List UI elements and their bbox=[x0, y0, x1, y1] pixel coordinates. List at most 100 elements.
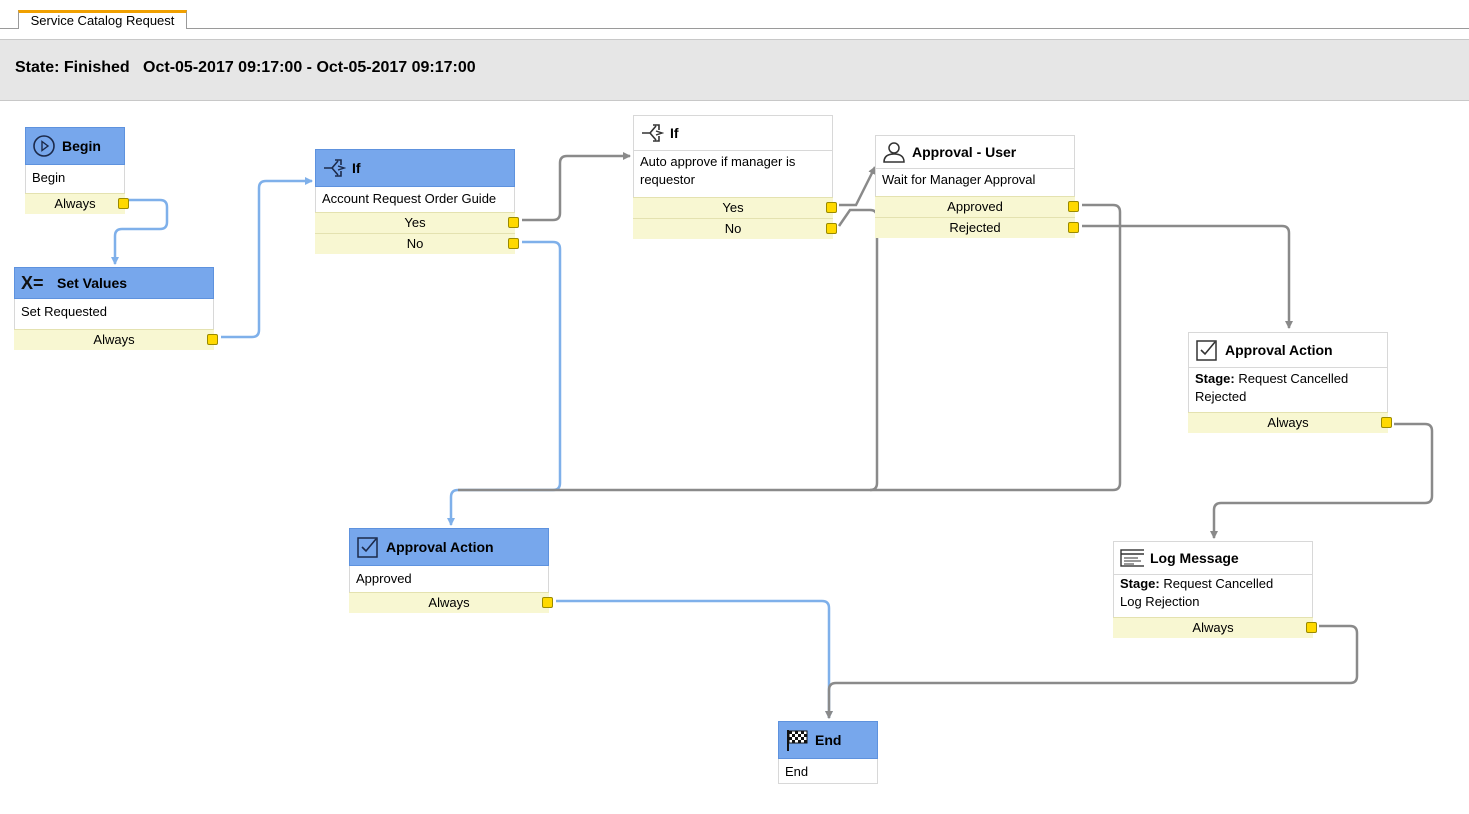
node-title: Approval Action bbox=[1225, 342, 1333, 358]
node-body: Account Request Order Guide bbox=[315, 187, 515, 212]
condition-yes: Yes bbox=[633, 197, 837, 218]
condition-always: Always bbox=[14, 329, 218, 350]
node-body: Auto approve if manager is requestor bbox=[633, 151, 833, 197]
branch-icon bbox=[640, 121, 664, 145]
stage-label: Stage: bbox=[1120, 576, 1160, 591]
stage-value: Request Cancelled bbox=[1238, 371, 1349, 386]
tab-bar: Service Catalog Request bbox=[0, 0, 1469, 30]
body-line2: Rejected bbox=[1195, 389, 1247, 404]
node-body: Stage: Request Cancelled Log Rejection bbox=[1113, 575, 1313, 617]
condition-yes: Yes bbox=[315, 212, 519, 233]
wire-if1-no-to-approved-action bbox=[447, 240, 562, 526]
node-title: If bbox=[670, 125, 679, 141]
condition-label: No bbox=[406, 236, 424, 251]
user-icon bbox=[882, 140, 906, 164]
condition-approved: Approved bbox=[875, 196, 1079, 217]
node-title: Approval Action bbox=[386, 539, 494, 555]
condition-label: Always bbox=[54, 196, 96, 211]
node-body: Set Requested bbox=[14, 299, 214, 329]
condition-always: Always bbox=[1113, 617, 1317, 638]
node-approval-action-approved-header: Approval Action bbox=[349, 528, 549, 566]
node-title: Approval - User bbox=[912, 144, 1017, 160]
output-port[interactable] bbox=[1068, 201, 1079, 212]
output-port[interactable] bbox=[1306, 622, 1317, 633]
state-text: State: Finished Oct-05-2017 09:17:00 - O… bbox=[15, 59, 476, 76]
svg-text:X=: X= bbox=[21, 273, 44, 293]
node-end-header: End bbox=[778, 721, 878, 759]
x-equals-icon: X= bbox=[21, 271, 51, 295]
condition-label: Always bbox=[428, 595, 470, 610]
output-port[interactable] bbox=[118, 198, 129, 209]
output-port[interactable] bbox=[826, 223, 837, 234]
node-set-values[interactable]: X= Set Values Set Requested Always bbox=[14, 267, 218, 350]
wire-if2-no-to-merge bbox=[837, 208, 879, 492]
checkbox-icon bbox=[1195, 338, 1219, 362]
state-bar: State: Finished Oct-05-2017 09:17:00 - O… bbox=[0, 39, 1469, 101]
wire-rejected-action-to-log bbox=[1210, 422, 1434, 539]
node-set-values-header: X= Set Values bbox=[14, 267, 214, 299]
node-approval-action-approved[interactable]: Approval Action Approved Always bbox=[349, 528, 553, 613]
node-if1-header: If bbox=[315, 149, 515, 187]
condition-always: Always bbox=[25, 193, 129, 214]
node-if-auto-approve[interactable]: If Auto approve if manager is requestor … bbox=[633, 115, 837, 239]
node-title: Log Message bbox=[1150, 550, 1239, 566]
node-title: Begin bbox=[62, 138, 101, 154]
condition-label: No bbox=[724, 221, 742, 236]
checkered-flag-icon bbox=[785, 728, 809, 752]
log-icon bbox=[1120, 546, 1144, 570]
stage-label: Stage: bbox=[1195, 371, 1235, 386]
node-title: If bbox=[352, 160, 361, 176]
stage-value: Request Cancelled bbox=[1163, 576, 1274, 591]
condition-label: Yes bbox=[404, 215, 426, 230]
node-if-account-request[interactable]: If Account Request Order Guide Yes No bbox=[315, 149, 519, 254]
node-approval-action-rejected[interactable]: Approval Action Stage: Request Cancelled… bbox=[1188, 332, 1392, 433]
node-body: Stage: Request Cancelled Rejected bbox=[1188, 368, 1388, 412]
wire-if2-yes-to-approval-user bbox=[839, 166, 877, 207]
play-circle-icon bbox=[32, 134, 56, 158]
node-title: End bbox=[815, 732, 842, 748]
condition-label: Approved bbox=[947, 199, 1003, 214]
node-log-message-header: Log Message bbox=[1113, 541, 1313, 575]
wire-if1-yes-to-if2 bbox=[522, 152, 631, 222]
condition-no: No bbox=[633, 218, 837, 239]
condition-always: Always bbox=[349, 592, 553, 613]
output-port[interactable] bbox=[1068, 222, 1079, 233]
checkbox-icon bbox=[356, 535, 380, 559]
wire-begin-to-setvalues bbox=[111, 198, 169, 265]
tab-service-catalog-request[interactable]: Service Catalog Request bbox=[18, 10, 187, 29]
output-port[interactable] bbox=[542, 597, 553, 608]
node-body: End bbox=[778, 759, 878, 784]
node-begin-header: Begin bbox=[25, 127, 125, 165]
node-body: Approved bbox=[349, 566, 549, 592]
node-if2-header: If bbox=[633, 115, 833, 151]
condition-always: Always bbox=[1188, 412, 1392, 433]
node-end[interactable]: End End bbox=[778, 721, 878, 784]
wire-log-to-end bbox=[825, 624, 1359, 719]
tab-divider bbox=[0, 28, 1469, 29]
body-line2: Log Rejection bbox=[1120, 594, 1200, 609]
output-port[interactable] bbox=[207, 334, 218, 345]
condition-label: Yes bbox=[722, 200, 744, 215]
output-port[interactable] bbox=[1381, 417, 1392, 428]
wire-setvalues-to-if1 bbox=[221, 177, 313, 339]
node-body: Wait for Manager Approval bbox=[875, 169, 1075, 196]
condition-label: Rejected bbox=[949, 220, 1001, 235]
condition-label: Always bbox=[1192, 620, 1234, 635]
output-port[interactable] bbox=[826, 202, 837, 213]
condition-rejected: Rejected bbox=[875, 217, 1079, 238]
output-port[interactable] bbox=[508, 238, 519, 249]
wire-approved-action-to-end bbox=[556, 599, 833, 719]
branch-icon bbox=[322, 156, 346, 180]
wire-rejected-to-approval-action bbox=[1082, 224, 1293, 329]
node-approval-user[interactable]: Approval - User Wait for Manager Approva… bbox=[875, 135, 1079, 238]
node-title: Set Values bbox=[57, 275, 128, 291]
node-begin[interactable]: Begin Begin Always bbox=[25, 127, 129, 214]
condition-label: Always bbox=[1267, 415, 1309, 430]
output-port[interactable] bbox=[508, 217, 519, 228]
node-approval-user-header: Approval - User bbox=[875, 135, 1075, 169]
condition-label: Always bbox=[93, 332, 135, 347]
node-approval-action-rejected-header: Approval Action bbox=[1188, 332, 1388, 368]
node-body: Begin bbox=[25, 165, 125, 193]
node-log-message[interactable]: Log Message Stage: Request Cancelled Log… bbox=[1113, 541, 1317, 638]
